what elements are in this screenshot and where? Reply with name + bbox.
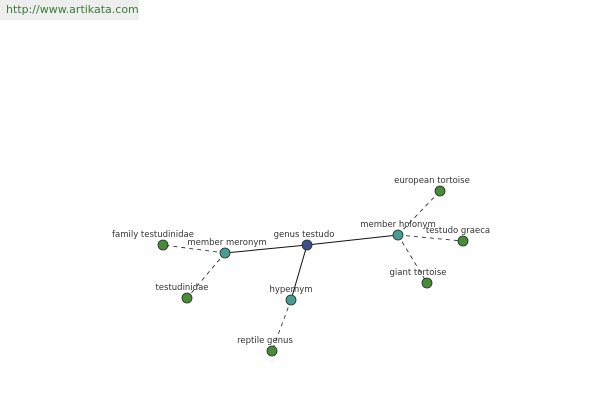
node-label-hypernym: hypernym xyxy=(269,285,312,295)
edges-layer xyxy=(162,190,464,352)
edge-member-holonym-to-giant-tortoise xyxy=(397,234,428,284)
node-reptile-genus[interactable] xyxy=(266,345,278,357)
edge-hypernym-to-reptile-genus xyxy=(271,299,292,352)
node-member-holonym[interactable] xyxy=(392,229,404,241)
node-testudinidae[interactable] xyxy=(181,292,193,304)
node-label-reptile-genus: reptile genus xyxy=(237,336,293,346)
node-member-meronym[interactable] xyxy=(219,247,231,259)
node-label-testudinidae: testudinidae xyxy=(155,283,208,293)
node-giant-tortoise[interactable] xyxy=(421,277,433,289)
edge-member-holonym-to-european-tortoise xyxy=(397,190,441,236)
node-hypernym[interactable] xyxy=(285,294,297,306)
edge-center-to-member-meronym xyxy=(224,244,308,254)
node-testudo-graeca[interactable] xyxy=(457,235,469,247)
node-label-center: genus testudo xyxy=(274,230,335,240)
node-label-member-holonym: member holonym xyxy=(360,220,435,230)
node-label-european-tortoise: european tortoise xyxy=(394,176,470,186)
node-family-testudinidae[interactable] xyxy=(157,239,169,251)
edge-center-to-hypernym xyxy=(290,244,308,301)
node-label-family-testudinidae: family testudinidae xyxy=(112,230,194,240)
watermark-url: http://www.artikata.com xyxy=(0,0,139,20)
node-european-tortoise[interactable] xyxy=(434,185,446,197)
node-label-member-meronym: member meronym xyxy=(187,238,266,248)
node-center[interactable] xyxy=(301,239,313,251)
edge-center-to-member-holonym xyxy=(306,234,399,246)
edge-member-meronym-to-family-testudinidae xyxy=(162,244,226,254)
labels-layer: genus testudo member meronym member holony… xyxy=(112,176,490,346)
edge-member-meronym-to-testudinidae xyxy=(186,252,226,299)
node-label-testudo-graeca: testudo graeca xyxy=(426,226,490,236)
edge-member-holonym-to-testudo-graeca xyxy=(397,234,464,242)
nodes-layer xyxy=(157,185,469,357)
node-label-giant-tortoise: giant tortoise xyxy=(390,268,447,278)
